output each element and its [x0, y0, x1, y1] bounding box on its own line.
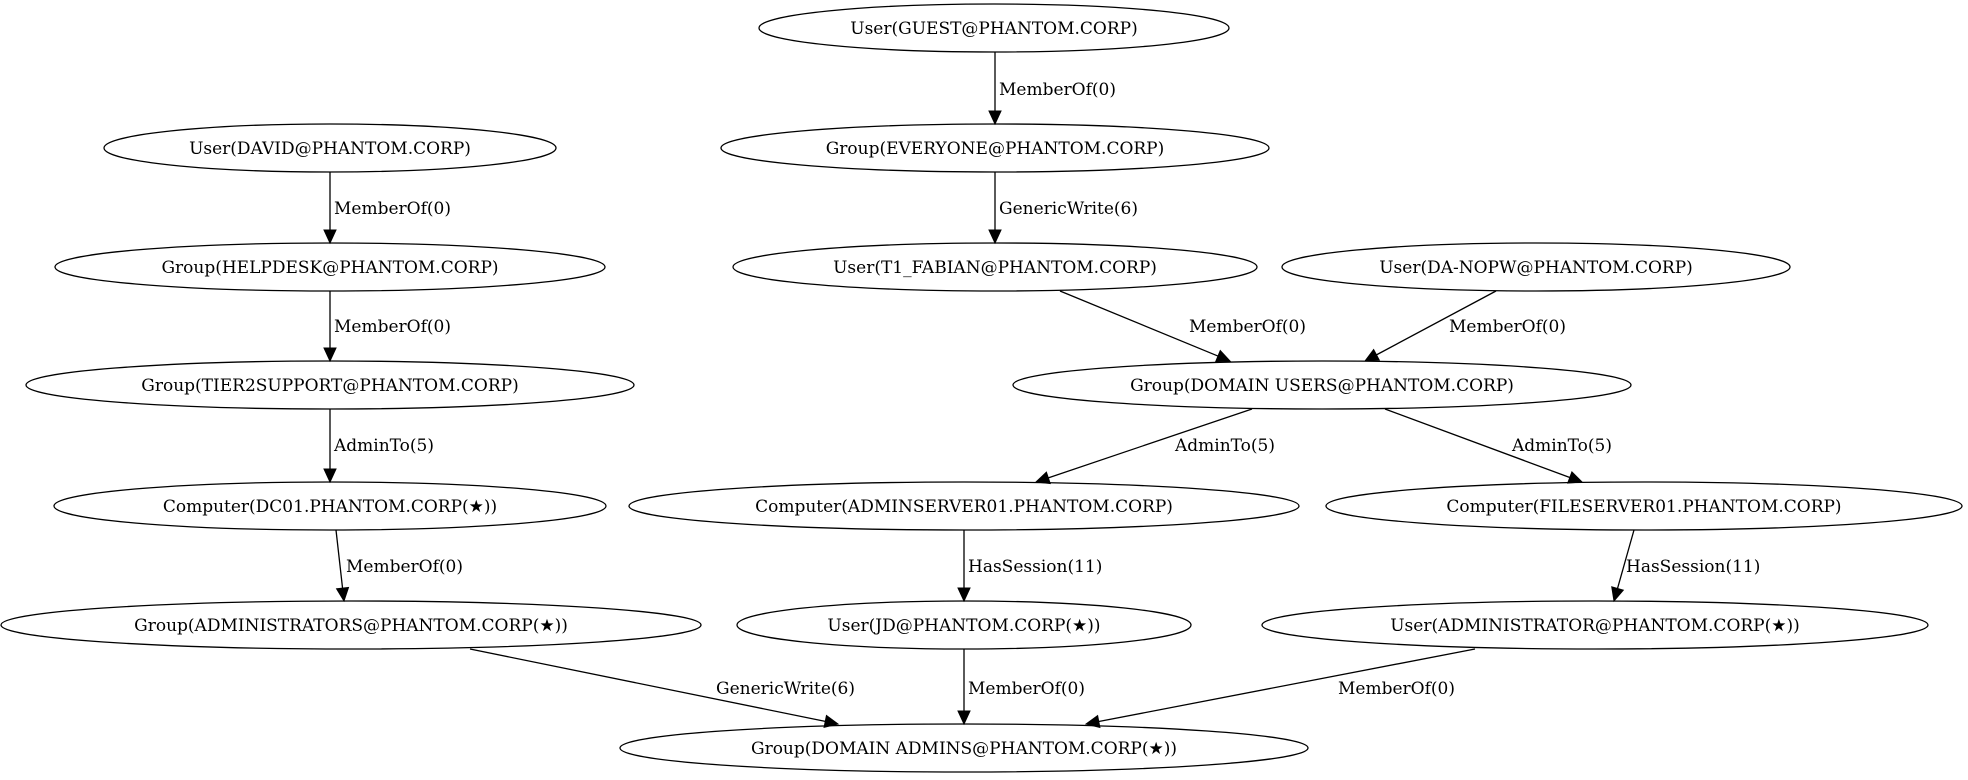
arrowhead-icon	[1034, 471, 1051, 485]
node-label: Group(HELPDESK@PHANTOM.CORP)	[161, 258, 498, 278]
edge-tier2support-to-dc01: AdminTo(5)	[323, 409, 434, 484]
node-label: Group(DOMAIN ADMINS@PHANTOM.CORP(★))	[751, 739, 1177, 759]
node-label: Group(EVERYONE@PHANTOM.CORP)	[826, 139, 1165, 159]
node-ellipse	[758, 3, 1230, 53]
edge-line	[1098, 648, 1476, 723]
node-ellipse	[1261, 600, 1929, 650]
edge-label: MemberOf(0)	[1189, 317, 1306, 337]
edge-label: MemberOf(0)	[334, 199, 451, 219]
node-ellipse	[25, 360, 635, 410]
node-label: Computer(ADMINSERVER01.PHANTOM.CORP)	[755, 497, 1173, 517]
node-label: User(JD@PHANTOM.CORP(★))	[827, 616, 1100, 636]
edges-layer: MemberOf(0) GenericWrite(6) MemberOf(0) Mem…	[323, 52, 1760, 729]
arrowhead-icon	[1566, 470, 1584, 484]
edge-label: AdminTo(5)	[1174, 436, 1275, 456]
arrowhead-icon	[323, 347, 337, 363]
edge-domainusers-to-fileserver01: AdminTo(5)	[1384, 408, 1612, 484]
node-administrator[interactable]: User(ADMINISTRATOR@PHANTOM.CORP(★))	[1261, 600, 1929, 650]
edge-label: HasSession(11)	[968, 557, 1102, 577]
edge-label: GenericWrite(6)	[716, 679, 855, 699]
edge-dc01-to-administrators: MemberOf(0)	[335, 529, 463, 603]
arrowhead-icon	[988, 229, 1002, 245]
edge-label: GenericWrite(6)	[999, 199, 1138, 219]
node-dc01[interactable]: Computer(DC01.PHANTOM.CORP(★))	[53, 481, 607, 531]
edge-line	[1059, 290, 1219, 357]
arrowhead-icon	[957, 587, 971, 603]
edge-label: MemberOf(0)	[968, 679, 1085, 699]
node-ellipse	[1325, 481, 1963, 531]
node-ellipse	[0, 600, 702, 650]
node-ellipse	[619, 723, 1309, 773]
node-ellipse	[720, 123, 1270, 173]
node-ellipse	[53, 481, 607, 531]
edge-line	[1048, 408, 1253, 479]
edge-label: AdminTo(5)	[333, 436, 434, 456]
arrowhead-icon	[335, 586, 350, 603]
edge-administrator-to-domainadmins: MemberOf(0)	[1084, 648, 1476, 729]
node-label: Group(ADMINISTRATORS@PHANTOM.CORP(★))	[134, 616, 568, 636]
node-adminserver01[interactable]: Computer(ADMINSERVER01.PHANTOM.CORP)	[628, 481, 1300, 531]
node-t1fabian[interactable]: User(T1_FABIAN@PHANTOM.CORP)	[732, 242, 1258, 292]
edge-david-to-helpdesk: MemberOf(0)	[323, 172, 451, 245]
edge-label: MemberOf(0)	[999, 80, 1116, 100]
node-jd[interactable]: User(JD@PHANTOM.CORP(★))	[736, 600, 1192, 650]
node-domainadmins[interactable]: Group(DOMAIN ADMINS@PHANTOM.CORP(★))	[619, 723, 1309, 773]
node-everyone[interactable]: Group(EVERYONE@PHANTOM.CORP)	[720, 123, 1270, 173]
edge-line	[1384, 408, 1571, 479]
arrowhead-icon	[1363, 348, 1381, 362]
arrowhead-icon	[323, 229, 337, 245]
node-label: Group(DOMAIN USERS@PHANTOM.CORP)	[1130, 376, 1514, 396]
node-tier2support[interactable]: Group(TIER2SUPPORT@PHANTOM.CORP)	[25, 360, 635, 410]
node-label: Group(TIER2SUPPORT@PHANTOM.CORP)	[141, 376, 518, 396]
edge-label: MemberOf(0)	[1338, 679, 1455, 699]
arrowhead-icon	[1611, 586, 1625, 603]
node-label: Computer(FILESERVER01.PHANTOM.CORP)	[1446, 497, 1841, 517]
edge-label: MemberOf(0)	[346, 557, 463, 577]
node-fileserver01[interactable]: Computer(FILESERVER01.PHANTOM.CORP)	[1325, 481, 1963, 531]
node-david[interactable]: User(DAVID@PHANTOM.CORP)	[103, 123, 557, 173]
node-helpdesk[interactable]: Group(HELPDESK@PHANTOM.CORP)	[54, 242, 606, 292]
edge-danopw-to-domainusers: MemberOf(0)	[1363, 290, 1566, 362]
node-label: Computer(DC01.PHANTOM.CORP(★))	[163, 497, 497, 517]
edge-line	[1616, 529, 1635, 589]
arrowhead-icon	[957, 710, 971, 726]
edge-label: HasSession(11)	[1626, 557, 1760, 577]
edge-label: AdminTo(5)	[1511, 436, 1612, 456]
edge-adminserver01-to-jd: HasSession(11)	[957, 530, 1102, 603]
edge-jd-to-domainadmins: MemberOf(0)	[957, 649, 1085, 726]
edge-everyone-to-t1fabian: GenericWrite(6)	[988, 172, 1138, 245]
node-domainusers[interactable]: Group(DOMAIN USERS@PHANTOM.CORP)	[1012, 360, 1632, 410]
node-ellipse	[732, 242, 1258, 292]
edge-label: MemberOf(0)	[1449, 317, 1566, 337]
arrowhead-icon	[323, 468, 337, 484]
edge-line	[469, 648, 826, 723]
edge-label: MemberOf(0)	[334, 317, 451, 337]
edge-fileserver01-to-administrator: HasSession(11)	[1611, 529, 1760, 603]
node-label: User(GUEST@PHANTOM.CORP)	[850, 19, 1138, 39]
node-guest[interactable]: User(GUEST@PHANTOM.CORP)	[758, 3, 1230, 53]
edge-line	[1376, 290, 1497, 356]
arrowhead-icon	[1214, 349, 1232, 363]
node-ellipse	[628, 481, 1300, 531]
node-administrators[interactable]: Group(ADMINISTRATORS@PHANTOM.CORP(★))	[0, 600, 702, 650]
node-danopw[interactable]: User(DA-NOPW@PHANTOM.CORP)	[1281, 242, 1791, 292]
edge-guest-to-everyone: MemberOf(0)	[988, 52, 1116, 126]
node-ellipse	[103, 123, 557, 173]
edge-t1fabian-to-domainusers: MemberOf(0)	[1059, 290, 1306, 363]
nodes-layer: User(GUEST@PHANTOM.CORP) Group(EVERYONE@P…	[0, 3, 1963, 773]
node-ellipse	[736, 600, 1192, 650]
edge-helpdesk-to-tier2support: MemberOf(0)	[323, 291, 451, 363]
edge-domainusers-to-adminserver01: AdminTo(5)	[1034, 408, 1275, 485]
arrowhead-icon	[988, 110, 1002, 126]
node-label: User(DA-NOPW@PHANTOM.CORP)	[1379, 258, 1693, 278]
edge-line	[335, 529, 344, 589]
node-ellipse	[1012, 360, 1632, 410]
node-ellipse	[1281, 242, 1791, 292]
edge-administrators-to-domainadmins: GenericWrite(6)	[469, 648, 855, 728]
node-label: User(ADMINISTRATOR@PHANTOM.CORP(★))	[1390, 616, 1800, 636]
node-label: User(DAVID@PHANTOM.CORP)	[189, 139, 471, 159]
node-label: User(T1_FABIAN@PHANTOM.CORP)	[833, 258, 1157, 278]
node-ellipse	[54, 242, 606, 292]
